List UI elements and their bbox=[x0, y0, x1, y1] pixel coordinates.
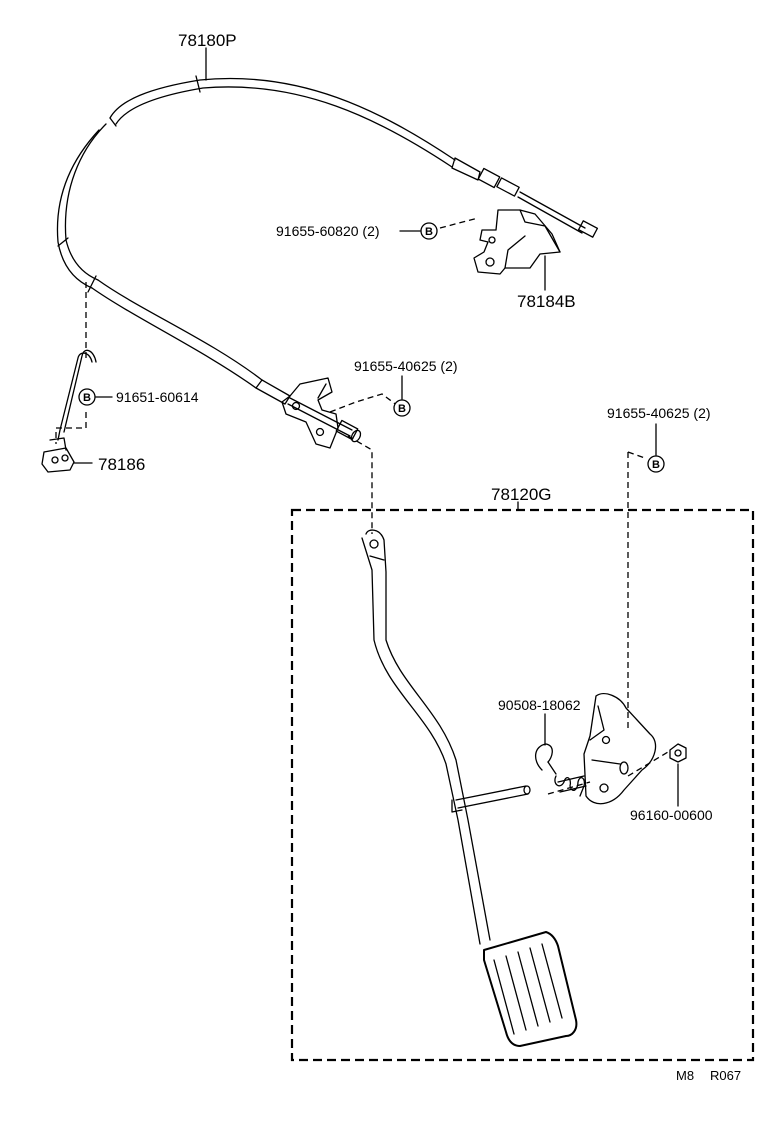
svg-text:B: B bbox=[652, 459, 660, 471]
bolt-marker-cable: B bbox=[393, 399, 411, 417]
svg-text:B: B bbox=[83, 392, 91, 404]
label-bracket: 78184B bbox=[517, 292, 576, 311]
pedal-pivot-bracket bbox=[583, 693, 657, 805]
label-bracket-bolt: 91655-60820 (2) bbox=[276, 223, 380, 239]
label-pedal-bolt: 91655-40625 (2) bbox=[607, 405, 711, 421]
cable-bracket bbox=[473, 209, 561, 275]
cable-end-bracket bbox=[281, 377, 362, 449]
label-pedal-assembly: 78120G bbox=[491, 485, 552, 504]
footer-code-2: R067 bbox=[710, 1068, 741, 1083]
bolt-marker-clip: B bbox=[78, 388, 96, 406]
pedal-arm bbox=[361, 529, 531, 945]
nut bbox=[669, 743, 687, 763]
label-clip: 78186 bbox=[98, 455, 145, 474]
footer-code-1: M8 bbox=[676, 1068, 694, 1083]
cable-clip bbox=[41, 349, 97, 473]
label-cable-bolt: 91655-40625 (2) bbox=[354, 358, 458, 374]
bolt-marker-pedal: B bbox=[647, 455, 665, 473]
label-nut: 96160-00600 bbox=[630, 807, 713, 823]
svg-text:B: B bbox=[425, 226, 433, 238]
label-leaders bbox=[73, 47, 679, 807]
label-cable: 78180P bbox=[178, 31, 237, 50]
label-clip-bolt: 91651-60614 bbox=[116, 389, 199, 405]
return-spring bbox=[535, 743, 587, 797]
bolt-marker-bracket: B bbox=[420, 222, 438, 240]
pedal-pad bbox=[483, 931, 578, 1047]
accelerator-cable bbox=[56, 75, 599, 437]
label-spring: 90508-18062 bbox=[498, 697, 581, 713]
pedal-assembly-boundary bbox=[290, 508, 755, 1062]
svg-text:B: B bbox=[398, 403, 406, 415]
